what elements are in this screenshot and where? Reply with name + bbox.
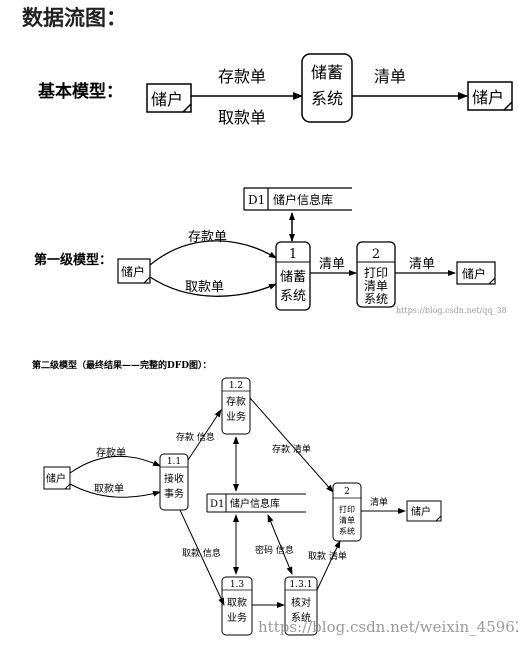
level2-process-1-1: 1.1 接收 事务 (159, 453, 189, 511)
level2-withdraw-arrow (69, 483, 161, 498)
level1-model: 第一级模型： D1 储户信息库 储户 存款单 取款单 1 储蓄 系统 清单 (34, 187, 507, 315)
level2-flow-deposit-info-label: 存款 信息 (176, 431, 215, 443)
level2-process-1-3-1-name-line2: 系统 (291, 611, 311, 624)
level2-flow-deposit-label: 存款单 (96, 446, 126, 459)
level2-store-name: 储户信息库 (230, 497, 280, 510)
basic-process-name-line1: 储蓄 (311, 63, 343, 82)
level2-process-2-name-line1: 打印 (339, 504, 355, 514)
basic-source-entity: 储户 (146, 83, 192, 113)
level2-flow-withdraw-label: 取款单 (94, 482, 124, 495)
basic-flow-list-label: 清单 (374, 67, 406, 86)
level2-process-1-3-name-line2: 业务 (227, 611, 247, 624)
basic-process-savings-system: 储蓄 系统 (301, 53, 353, 123)
page-title: 数据流图： (22, 6, 127, 30)
level2-model-label: 第二级模型（最终结果——完整的DFD图）： (32, 359, 212, 371)
level2-process-2-name-line3: 系统 (339, 526, 355, 536)
level2-flow-deposit-list-label: 存款 清单 (272, 443, 311, 455)
level2-process-1-3-1-id: 1.3.1 (290, 580, 313, 590)
level2-process-1-3: 1.3 取款 业务 (221, 576, 253, 636)
level1-source-label: 储户 (121, 264, 145, 279)
level1-process-1-id: 1 (289, 247, 297, 262)
level2-process-2: 2 打印 清单 系统 (332, 482, 362, 542)
level2-deposit-arrow (69, 455, 161, 474)
level2-flow-withdraw-list-label: 取款 清单 (308, 550, 347, 562)
level2-process-1-3-id: 1.3 (230, 580, 245, 590)
level1-store-name: 储户信息库 (273, 192, 333, 207)
level1-withdraw-arrow (149, 276, 277, 297)
level1-source-entity: 储户 (117, 258, 151, 284)
level1-model-label: 第一级模型： (34, 252, 112, 268)
level1-data-store: D1 储户信息库 (243, 187, 352, 211)
level1-process-1: 1 储蓄 系统 (275, 241, 311, 311)
level2-store-verify-arrow (267, 514, 293, 575)
level2-withdraw-info-arrow (179, 509, 225, 606)
level1-sink-entity: 储户 (456, 261, 496, 285)
level1-flow-mid-label: 清单 (319, 257, 345, 272)
level1-flow-withdraw-label: 取款单 (185, 280, 224, 295)
basic-sink-entity: 储户 (467, 81, 513, 111)
level2-sink-label: 储户 (411, 505, 431, 518)
level1-process-1-name-line1: 储蓄 (280, 270, 306, 285)
level2-process-1-3-name-line1: 取款 (227, 596, 247, 609)
level1-flow-deposit-label: 存款单 (188, 230, 227, 245)
level2-source-entity: 储户 (43, 466, 71, 490)
level2-flow-withdraw-info-label: 取款 信息 (182, 547, 221, 559)
level2-process-1-3-1: 1.3.1 核对 系统 (284, 576, 318, 636)
basic-process-name-line2: 系统 (311, 89, 343, 108)
level2-process-1-1-id: 1.1 (167, 457, 181, 467)
basic-sink-label: 储户 (472, 88, 504, 107)
basic-flow-deposit-label: 存款单 (218, 67, 266, 86)
level2-deposit-info-arrow (187, 409, 222, 461)
level1-watermark: https://blog.csdn.net/qq_38 (396, 306, 507, 315)
level1-process-2: 2 打印 清单 系统 (356, 241, 396, 308)
level2-process-1-1-name-line2: 事务 (164, 487, 184, 500)
level2-process-2-name-line2: 清单 (339, 515, 355, 525)
level2-process-1-1-name-line1: 接收 (164, 472, 184, 485)
level1-process-2-name-line2: 清单 (364, 279, 388, 293)
level2-source-label: 储户 (46, 472, 66, 485)
level2-withdraw-list-arrow (316, 540, 341, 591)
level2-process-1-2-name-line1: 存款 (226, 395, 246, 408)
level2-deposit-list-arrow (249, 397, 334, 493)
level2-model: 第二级模型（最终结果——完整的DFD图）： 储户 存款单 取款单 1.1 接收 … (32, 359, 518, 636)
level1-sink-label: 储户 (462, 266, 486, 281)
level2-sink-entity: 储户 (406, 500, 442, 522)
level2-process-1-3-1-name-line1: 核对 (291, 596, 311, 609)
level1-process-2-name-line1: 打印 (364, 266, 388, 280)
basic-source-label: 储户 (151, 90, 183, 109)
level1-deposit-arrow (149, 240, 277, 266)
level1-process-1-name-line2: 系统 (280, 289, 306, 304)
level2-store-id: D1 (210, 499, 224, 510)
level1-process-2-id: 2 (372, 247, 380, 262)
level2-process-1-2-id: 1.2 (229, 381, 243, 391)
basic-model: 基本模型： 储户 存款单 取款单 储蓄 系统 清单 储户 (37, 53, 513, 127)
level1-flow-out-label: 清单 (409, 257, 435, 272)
level2-data-store: D1 储户信息库 (206, 493, 306, 513)
level2-flow-password-info-label: 密码 信息 (255, 544, 294, 556)
level2-process-2-id: 2 (344, 487, 350, 497)
basic-model-label: 基本模型： (37, 81, 123, 102)
level1-process-2-name-line3: 系统 (364, 292, 388, 306)
level2-process-1-2-name-line2: 业务 (226, 410, 246, 423)
level2-process-1-2: 1.2 存款 业务 (221, 377, 251, 435)
level2-watermark: https://blog.csdn.net/weixin_45962068 (258, 618, 518, 636)
basic-flow-withdraw-label: 取款单 (218, 108, 266, 127)
level1-store-id: D1 (248, 193, 265, 207)
level2-flow-out-label: 清单 (370, 496, 388, 508)
